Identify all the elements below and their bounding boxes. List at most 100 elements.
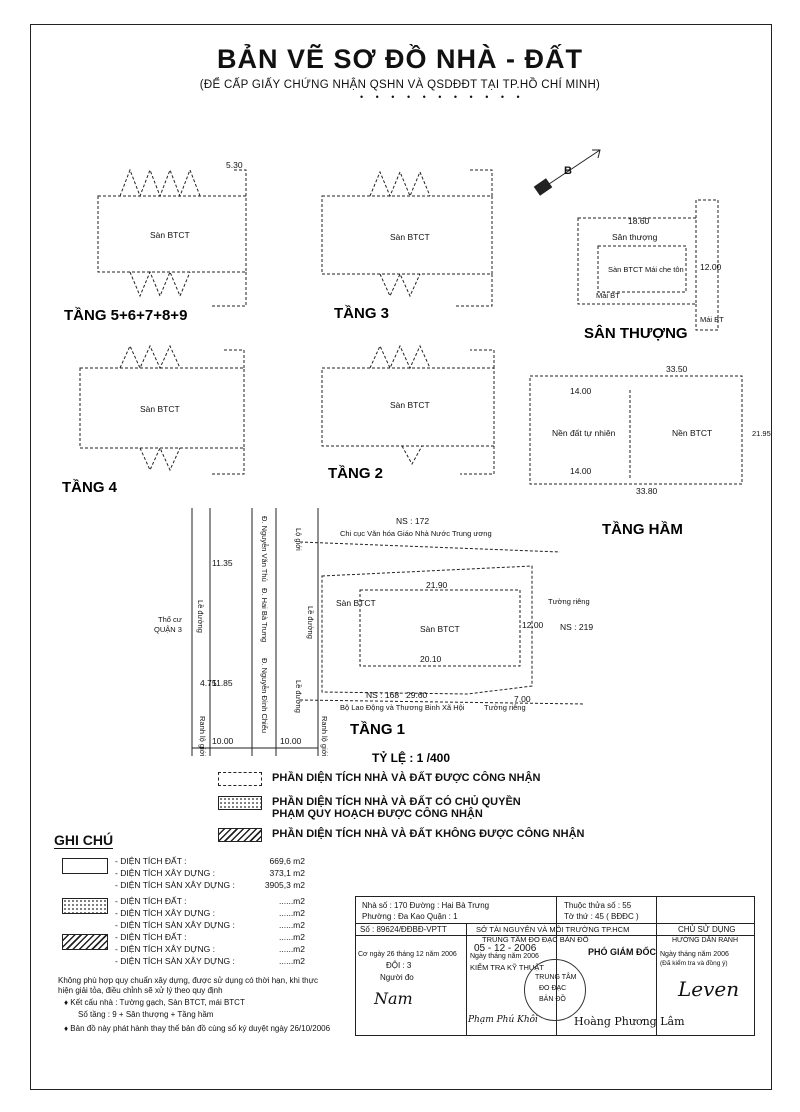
- dim-14-00: 14.00: [570, 386, 592, 396]
- owner-note: (Đã kiểm tra và đồng ý): [660, 960, 728, 967]
- note-swatch-dashed: [62, 858, 108, 874]
- stamp-text: ĐO ĐẠC: [539, 985, 567, 992]
- note-label: - DIỆN TÍCH XÂY DỰNG :: [115, 868, 215, 878]
- plan-floor-5-9-bays-top: [119, 168, 201, 198]
- note-value: ......m2: [279, 896, 305, 906]
- plan-floor-5-9-bays-bottom: [129, 270, 191, 298]
- note-value: ......m2: [279, 920, 305, 930]
- note-label: - DIỆN TÍCH ĐẤT :: [115, 856, 187, 866]
- note-row: - DIỆN TÍCH SÀN XÂY DỰNG : ......m2: [115, 920, 305, 930]
- wall-label: Tường riêng: [548, 597, 590, 606]
- plan-label-san-btct: Sàn BTCT: [390, 400, 430, 410]
- made-date: Cơ ngày 26 tháng 12 năm 2006: [358, 951, 457, 958]
- plan-floor-4-notch: [210, 349, 245, 475]
- street-label: Đ. Hai Bà Trưng: [260, 588, 269, 642]
- note-label: - DIỆN TÍCH SÀN XÂY DỰNG :: [115, 880, 235, 890]
- floor-label-2: TẦNG 2: [328, 465, 383, 482]
- doc-number: Số : 89624/ĐĐBĐ-VPTT: [360, 925, 447, 934]
- dim-33-80: 33.80: [636, 486, 658, 496]
- plan-label-mai-bt: Mái BT: [596, 291, 620, 300]
- notes-title: GHI CHÚ: [54, 832, 114, 849]
- legend-text: PHẦN DIỆN TÍCH NHÀ VÀ ĐẤT KHÔNG ĐƯỢC CÔN…: [272, 828, 585, 840]
- road-label: Lề đường: [306, 606, 315, 639]
- stamp-text: BẢN ĐỒ: [539, 996, 566, 1003]
- street-label: Đ. Nguyễn Văn Thủ: [260, 516, 269, 582]
- floor-label-1: TẦNG 1: [350, 721, 405, 738]
- plan-label-san-btct-mai-che-ton: Sàn BTCT Mái che tôn: [608, 265, 684, 274]
- note-row: - DIỆN TÍCH ĐẤT :......m2: [115, 932, 305, 942]
- street-label: Đ. Nguyễn Đình Chiểu: [260, 658, 269, 733]
- neighbor-ns-219: NS : 219: [560, 622, 593, 632]
- floor-label-4: TẦNG 4: [62, 479, 118, 496]
- dim-21-90: 21.90: [426, 580, 448, 590]
- legend-swatch-dotted: [218, 796, 262, 810]
- issue-date: 05 - 12 - 2006: [474, 943, 537, 954]
- floor-label-5-9: TẦNG 5+6+7+8+9: [64, 307, 187, 324]
- plan-roof-inner: [597, 245, 687, 293]
- dim-12-00: 12.00: [522, 620, 544, 630]
- dim-5-30: 5.30: [226, 160, 243, 170]
- note-value: ......m2: [279, 956, 305, 966]
- note-row: - DIỆN TÍCH XÂY DỰNG : ......m2: [115, 944, 305, 954]
- floor-label-basement: TẦNG HẦM: [602, 521, 683, 538]
- note-text: ♦ Bản đồ này phát hành thay thế bản đồ c…: [64, 1024, 331, 1033]
- plan-roof-wing: [695, 199, 719, 331]
- title-block: Nhà số : 170 Đường : Hai Bà Trưng Phường…: [355, 896, 755, 1036]
- plan-basement-outline: [529, 375, 743, 485]
- district-label: QUẬN 3: [154, 625, 182, 634]
- plan-floor-5-9-outline: [97, 195, 247, 273]
- note-value: ......m2: [279, 944, 305, 954]
- owner-title: CHỦ SỬ DỤNG: [678, 925, 736, 934]
- note-label: - DIỆN TÍCH ĐẤT :: [115, 896, 187, 906]
- note-value: 669,6 m2: [269, 856, 305, 866]
- stamp-text: TRUNG TÂM: [535, 974, 577, 981]
- plan-floor-2-bays-top: [369, 344, 431, 370]
- note-label: - DIỆN TÍCH SÀN XÂY DỰNG :: [115, 956, 235, 966]
- legend-not-recognized: PHẦN DIỆN TÍCH NHÀ VÀ ĐẤT KHÔNG ĐƯỢC CÔN…: [218, 828, 584, 842]
- road-label: Ranh lộ giới: [198, 716, 207, 757]
- note-value: 3905,3 m2: [264, 880, 305, 890]
- plan-label-san-btct: Sàn BTCT: [150, 230, 190, 240]
- north-label: B: [564, 165, 572, 177]
- plan-floor-3-outline: [321, 195, 493, 275]
- note-swatch-dotted: [62, 898, 108, 914]
- note-label: - DIỆN TÍCH XÂY DỰNG :: [115, 944, 215, 954]
- note-row: - DIỆN TÍCH SÀN XÂY DỰNG : ......m2: [115, 956, 305, 966]
- plan-label-san-btct: Sàn BTCT: [336, 598, 376, 608]
- ward: Phường : Đa Kao Quận : 1: [362, 912, 458, 921]
- surveyor-signature: Nam: [374, 989, 413, 1008]
- plan-roof-outline: [577, 217, 697, 305]
- floor-label-3: TẦNG 3: [334, 305, 389, 322]
- plan-label-san-thuong: Sân thượng: [612, 232, 658, 242]
- dept-name: TRUNG TÂM ĐO ĐẠC BẢN ĐỒ: [482, 935, 589, 944]
- check-label: KIỂM TRA KỸ THUẬT: [470, 963, 544, 972]
- plan-floor-1-lot: [321, 565, 533, 695]
- drawing-frame: [30, 24, 772, 1090]
- plan-floor-5-9-notch: [210, 169, 247, 307]
- plan-floor-2-notch: [460, 349, 495, 475]
- plan-floor-3-bays-top: [369, 170, 431, 198]
- legend-recognized: PHẦN DIỆN TÍCH NHÀ VÀ ĐẤT ĐƯỢC CÔNG NHẬN: [218, 772, 540, 786]
- road-label: Lề đường: [196, 600, 205, 633]
- plan-floor-4-outline: [79, 367, 245, 449]
- dim-10-00: 10.00: [212, 736, 234, 746]
- note-label: - DIỆN TÍCH SÀN XÂY DỰNG :: [115, 920, 235, 930]
- sheet-number: Tờ thứ : 45 ( BĐĐC ): [564, 912, 639, 921]
- dim-14-00: 14.00: [570, 466, 592, 476]
- wall-label: Tường riêng: [484, 703, 526, 712]
- owner-date: Ngày tháng năm 2006: [660, 951, 729, 958]
- note-text: Số tầng : 9 + Sân thượng + Tầng hầm: [78, 1010, 214, 1019]
- legend-text-line2: PHẠM QUY HOẠCH ĐƯỢC CÔNG NHẬN: [272, 808, 483, 820]
- plan-floor-1-lot-lines: [299, 541, 586, 705]
- neighbor-ns-168: NS : 168: [366, 690, 399, 700]
- plan-floor-3-bays-bottom: [379, 272, 421, 298]
- north-arrow: [539, 149, 601, 191]
- signer-name: Hoàng Phương Lâm: [574, 1015, 685, 1028]
- plan-label-san-btct: Sàn BTCT: [420, 624, 460, 634]
- note-row: - DIỆN TÍCH XÂY DỰNG :373,1 m2: [115, 868, 305, 878]
- floor-label-roof: SÂN THƯỢNG: [584, 324, 688, 342]
- note-text: Không phù hợp quy chuẩn xây dựng, được s…: [58, 976, 318, 985]
- legend-text-line1: PHẦN DIỆN TÍCH NHÀ VÀ ĐẤT CÓ CHỦ QUYỀN: [272, 796, 521, 808]
- dim-7-00: 7.00: [514, 694, 531, 704]
- dim-4-75: 4.75: [200, 678, 217, 688]
